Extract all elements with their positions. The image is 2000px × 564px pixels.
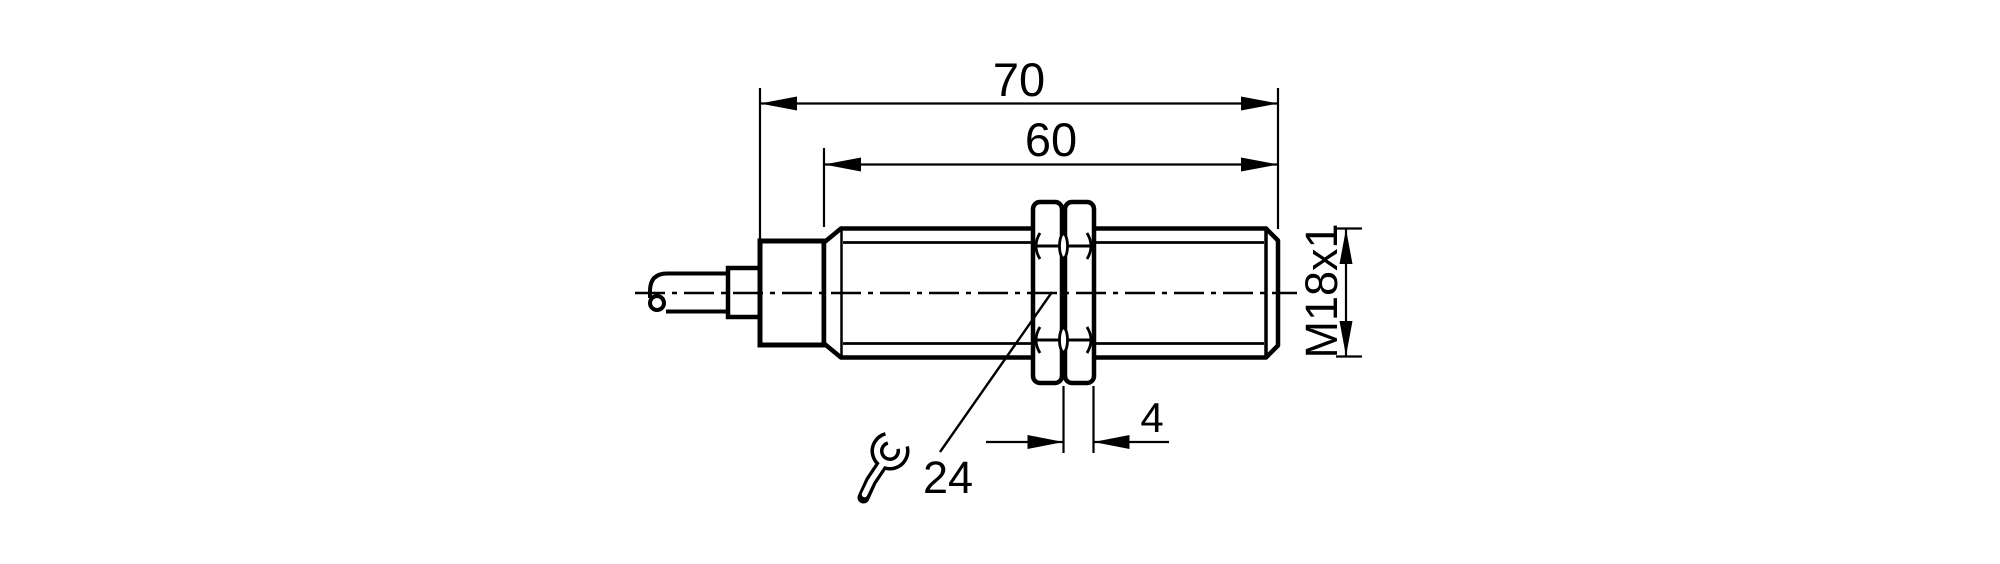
- arrowhead-left: [760, 96, 797, 111]
- wrench-size-label: 24: [923, 452, 973, 503]
- wrench-handle-inner: [861, 459, 887, 498]
- facet-lens: [1058, 326, 1069, 354]
- cable: [648, 271, 728, 314]
- facet-arc: [1034, 232, 1042, 260]
- dimension-label-4: 4: [1140, 394, 1163, 441]
- dimension-nut-width: 4: [986, 386, 1169, 453]
- arrowhead-down: [1339, 321, 1353, 356]
- hex-nut-facet-lines: [1034, 232, 1093, 354]
- wrench-icon: [857, 432, 910, 504]
- facet-arc: [1034, 326, 1042, 354]
- dimension-thread-length: 60: [822, 113, 1278, 227]
- dimension-label-m18x1: M18x1: [1296, 223, 1347, 358]
- arrowhead-up: [1339, 229, 1353, 264]
- facet-arc: [1085, 326, 1093, 354]
- arrowhead-left-pointing: [1093, 435, 1130, 449]
- wrench-size-callout: 24: [857, 291, 1053, 504]
- arrowhead-right-pointing: [1027, 435, 1064, 449]
- dimension-label-60: 60: [1025, 113, 1077, 166]
- facet-arc: [1085, 232, 1093, 260]
- dimension-thread-spec: M18x1: [1296, 223, 1362, 359]
- hex-nuts: [1030, 199, 1097, 386]
- facet-lens: [1058, 232, 1069, 260]
- arrowhead-left: [824, 157, 861, 172]
- dimension-overall-length: 70: [758, 53, 1280, 239]
- cable-top-outline: [648, 271, 728, 298]
- sensor-body: [635, 199, 1297, 386]
- dimension-label-70: 70: [993, 53, 1045, 106]
- cable-end-loop: [648, 294, 666, 312]
- arrowhead-right: [1241, 157, 1278, 172]
- arrowhead-right: [1241, 96, 1278, 111]
- leader-line: [939, 291, 1053, 453]
